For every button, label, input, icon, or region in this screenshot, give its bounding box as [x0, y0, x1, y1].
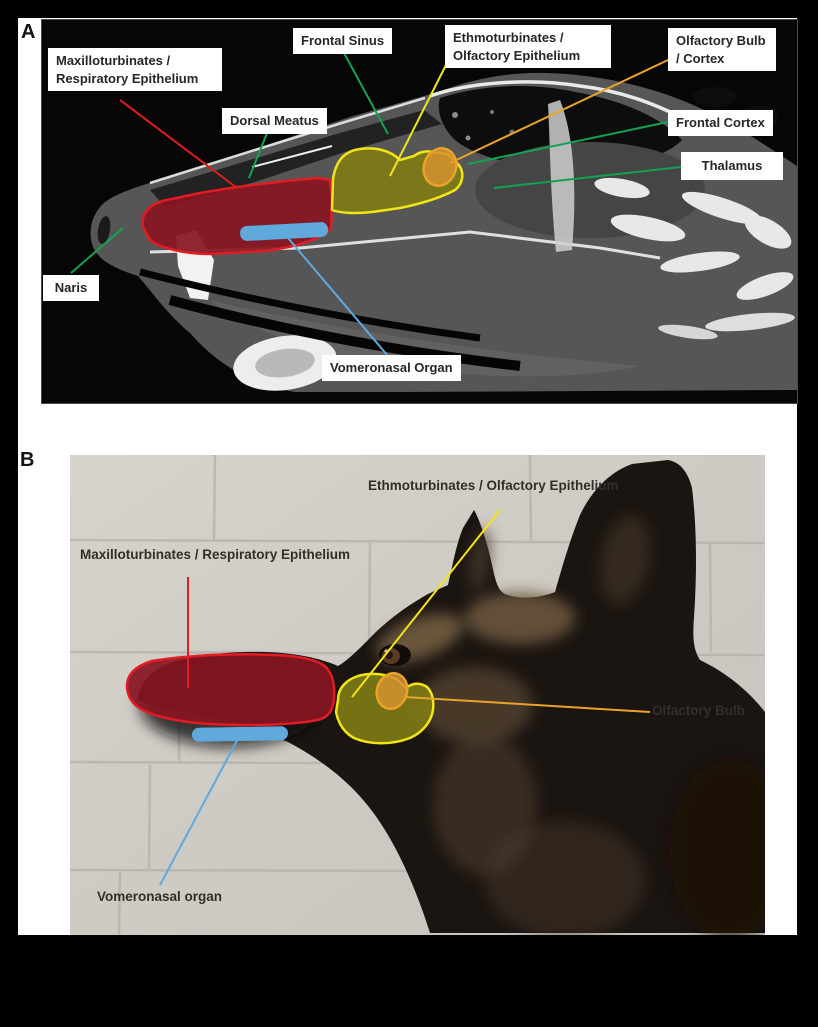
label-maxilloturbinates-b: Maxilloturbinates / Respiratory Epitheli…	[80, 547, 351, 562]
label-frontal-cortex: Frontal Cortex	[668, 110, 773, 136]
label-olfactory-bulb-b: Olfactory Bulb	[652, 703, 746, 718]
ct-overlays	[141, 147, 464, 256]
figure-content-area: A	[18, 18, 798, 935]
olfactory-bulb-region-overlay	[422, 147, 458, 187]
leader-line-naris	[70, 227, 124, 274]
label-naris: Naris	[43, 275, 99, 301]
photo-overlays	[125, 653, 435, 745]
label-maxilloturbinates-a: Maxilloturbinates / Respiratory Epitheli…	[48, 48, 222, 92]
leader-line-maxilloturbinates	[119, 99, 238, 189]
label-ethmoturbinates-a: Ethmoturbinates / Olfactory Epithelium	[445, 25, 611, 69]
olfactory-bulb-region-overlay-b	[375, 672, 409, 710]
photo-leader-lines	[159, 509, 651, 886]
ct-head-silhouette	[90, 72, 797, 392]
dog-photo-image	[70, 455, 765, 935]
ct-scan-image	[42, 20, 797, 403]
ct-leader-lines	[70, 52, 682, 357]
leader-line-frontal-cortex	[467, 121, 669, 165]
panel-a-tag: A	[21, 21, 36, 43]
dog-head	[138, 460, 765, 935]
vomeronasal-region-overlay-b	[192, 726, 288, 742]
panel-b-dog-photo: Maxilloturbinates / Respiratory Epitheli…	[70, 455, 765, 935]
panel-a-ct-scan: Maxilloturbinates / Respiratory Epitheli…	[41, 19, 798, 404]
label-olfactory-bulb-cortex: Olfactory Bulb / Cortex	[668, 28, 776, 72]
leader-line-dorsal-meatus	[248, 132, 268, 179]
label-frontal-sinus: Frontal Sinus	[293, 28, 393, 54]
label-vomeronasal-b: Vomeronasal organ	[97, 889, 223, 904]
leader-line-olfactory-bulb	[449, 59, 669, 164]
leader-line-vomeronasal	[287, 237, 389, 357]
leader-line-ethmoturbinates-b	[351, 509, 501, 698]
label-thalamus: Thalamus	[681, 152, 783, 180]
leader-line-frontal-sinus	[343, 52, 389, 135]
label-ethmoturbinates-b: Ethmoturbinates / Olfactory Epithelium	[368, 478, 619, 493]
ct-mouth-gaps	[139, 268, 521, 371]
label-vomeronasal-a: Vomeronasal Organ	[322, 355, 461, 381]
maxilloturbinates-region-overlay-b	[125, 653, 336, 727]
leader-line-thalamus	[493, 166, 682, 189]
leader-line-olfactory-bulb-b	[404, 696, 651, 713]
vomeronasal-region-overlay	[240, 222, 329, 241]
label-dorsal-meatus: Dorsal Meatus	[222, 108, 327, 134]
leader-line-vomeronasal-b	[159, 734, 241, 886]
leader-line-ethmoturbinates	[389, 62, 448, 177]
panel-b-tag: B	[20, 449, 35, 471]
dog-eye	[379, 644, 411, 666]
